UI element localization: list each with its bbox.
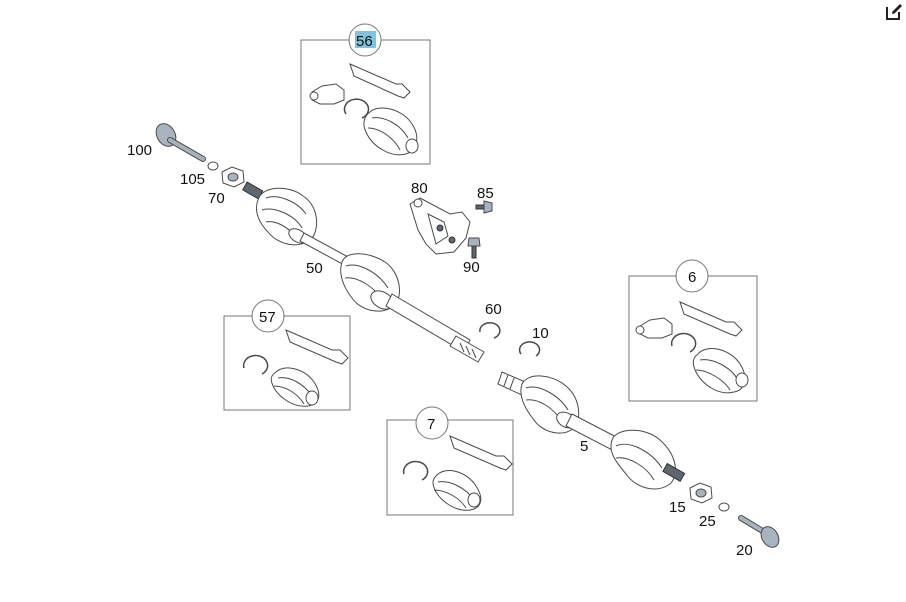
callout-15: 15 <box>669 499 686 516</box>
callout-80: 80 <box>411 180 428 197</box>
washer-105[interactable] <box>207 161 219 171</box>
kit-56-label: 56 <box>356 33 373 50</box>
callout-25: 25 <box>699 513 716 530</box>
callout-20: 20 <box>736 542 753 559</box>
washer-25[interactable] <box>718 502 730 512</box>
circlip-60[interactable] <box>479 322 501 339</box>
bolt-100[interactable] <box>152 120 206 162</box>
callout-90: 90 <box>463 259 480 276</box>
kit-7[interactable]: 7 <box>386 406 514 516</box>
nut-15[interactable] <box>689 482 713 504</box>
edit-button[interactable] <box>884 2 904 22</box>
bracket-80[interactable] <box>409 197 471 255</box>
callout-50: 50 <box>306 260 323 277</box>
callout-5: 5 <box>580 438 588 455</box>
kit-57[interactable]: 57 <box>223 299 351 411</box>
callout-85: 85 <box>477 185 494 202</box>
kit-6[interactable]: 6 <box>628 259 758 402</box>
kit-7-label: 7 <box>427 416 435 433</box>
kit-57-label: 57 <box>259 309 276 326</box>
callout-10: 10 <box>532 325 549 342</box>
callout-70: 70 <box>208 190 225 207</box>
edit-icon <box>886 4 902 20</box>
circlip-10[interactable] <box>518 341 541 357</box>
nut-70[interactable] <box>221 166 245 188</box>
callout-100: 100 <box>127 142 152 159</box>
bolt-20[interactable] <box>738 515 782 551</box>
callout-60: 60 <box>485 301 502 318</box>
kit-6-label: 6 <box>688 269 696 286</box>
callout-105: 105 <box>180 171 205 188</box>
drive-shaft-50[interactable] <box>242 181 485 363</box>
bolt-90[interactable] <box>467 237 481 259</box>
bolt-85[interactable] <box>475 200 493 214</box>
drive-shaft-5[interactable] <box>497 371 686 490</box>
kit-56[interactable]: 56 <box>300 23 431 165</box>
